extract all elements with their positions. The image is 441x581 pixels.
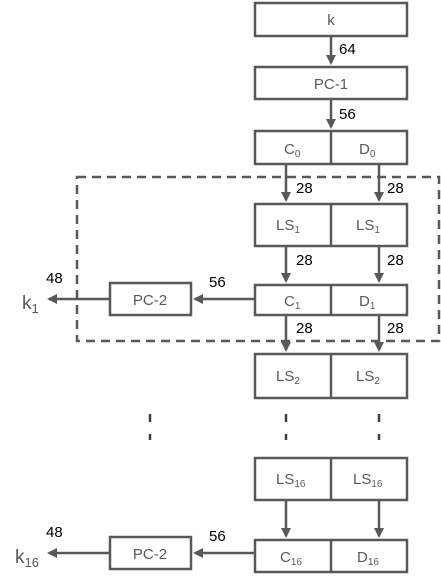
pc2-round16-block: PC-2 xyxy=(108,535,193,571)
svg-text:PC-2: PC-2 xyxy=(133,292,167,309)
ls16-right-label: LS16 xyxy=(353,471,383,490)
c16-label: C16 xyxy=(280,549,302,568)
svg-text:PC-2: PC-2 xyxy=(133,546,167,563)
round-key-k16: k16 xyxy=(15,547,39,570)
c1-label: C1 xyxy=(284,293,301,312)
ls1-left-label: LS1 xyxy=(276,217,300,236)
ls2-right-label: LS2 xyxy=(356,368,380,387)
ls16-left-label: LS16 xyxy=(276,471,306,490)
ls1-right-label: LS1 xyxy=(356,217,380,236)
bit-width-28: 28 xyxy=(387,320,404,337)
c1-d1-block: C1 D1 xyxy=(253,283,409,317)
bit-width-64: 64 xyxy=(339,41,356,58)
c16-d16-block: C16 D16 xyxy=(253,538,409,574)
pc2-round1-block: PC-2 xyxy=(108,281,193,317)
pc1-block: PC-1 xyxy=(253,65,409,101)
bit-width-48: 48 xyxy=(46,270,63,287)
bit-width-28: 28 xyxy=(296,180,313,197)
bit-width-56: 56 xyxy=(209,274,226,291)
key-input-block: k xyxy=(253,1,409,38)
svg-text:k: k xyxy=(327,12,335,29)
bit-width-56: 56 xyxy=(209,528,226,545)
ls16-block: LS16 LS16 xyxy=(253,456,409,502)
bit-width-28: 28 xyxy=(387,180,404,197)
round-1-dashed-frame xyxy=(75,175,441,343)
bit-width-28: 28 xyxy=(296,252,313,269)
bit-width-28: 28 xyxy=(296,320,313,337)
c0-label: C0 xyxy=(284,141,301,160)
svg-text:PC-1: PC-1 xyxy=(314,76,348,93)
ls2-left-label: LS2 xyxy=(276,368,300,387)
bit-width-56: 56 xyxy=(339,106,356,123)
d1-label: D1 xyxy=(359,293,376,312)
bit-width-48: 48 xyxy=(46,524,63,541)
c0-d0-block: C0 D0 xyxy=(253,129,409,166)
round-key-k1: k1 xyxy=(22,293,39,316)
d0-label: D0 xyxy=(359,141,376,160)
bit-width-28: 28 xyxy=(387,252,404,269)
ls1-block: LS1 LS1 xyxy=(253,202,409,248)
ls2-block: LS2 LS2 xyxy=(253,352,409,400)
d16-label: D16 xyxy=(357,549,379,568)
